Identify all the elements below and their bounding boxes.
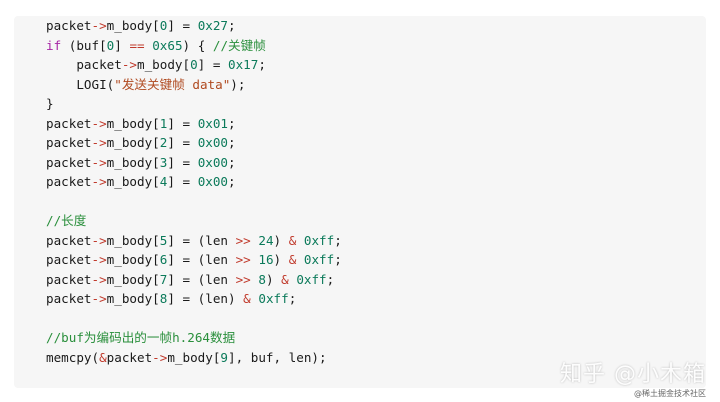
- code-line: packet->m_body[4] = 0x00;: [46, 174, 236, 189]
- code-line: if (buf[0] == 0x65) { //关键帧: [46, 37, 266, 53]
- watermark-sub: @稀土掘金技术社区: [634, 389, 706, 398]
- code-content: packet->m_body[0] = 0x27; if (buf[0] == …: [46, 16, 342, 367]
- code-line: packet->m_body[2] = 0x00;: [46, 135, 236, 150]
- code-line: [46, 309, 342, 329]
- code-line: }: [46, 96, 54, 111]
- code-line: packet->m_body[5] = (len >> 24) & 0xff;: [46, 232, 342, 248]
- code-line: packet->m_body[0] = 0x27;: [46, 18, 236, 33]
- code-line: packet->m_body[6] = (len >> 16) & 0xff;: [46, 252, 342, 267]
- code-line: packet->m_body[8] = (len) & 0xff;: [46, 291, 297, 306]
- code-line: //长度: [46, 213, 87, 228]
- code-line: packet->m_body[3] = 0x00;: [46, 154, 236, 170]
- code-line: packet->m_body[7] = (len >> 8) & 0xff;: [46, 271, 335, 287]
- code-line: LOGI("发送关键帧 data");: [46, 76, 246, 92]
- code-line: //buf为编码出的一帧h.264数据: [46, 330, 236, 345]
- code-line: [46, 192, 342, 212]
- code-line: packet->m_body[0] = 0x17;: [46, 57, 266, 72]
- code-line: packet->m_body[1] = 0x01;: [46, 115, 236, 131]
- code-block: packet->m_body[0] = 0x27; if (buf[0] == …: [14, 16, 706, 388]
- code-line: memcpy(&packet->m_body[9], buf, len);: [46, 349, 327, 365]
- watermark-main: 知乎 @小木箱: [560, 362, 706, 387]
